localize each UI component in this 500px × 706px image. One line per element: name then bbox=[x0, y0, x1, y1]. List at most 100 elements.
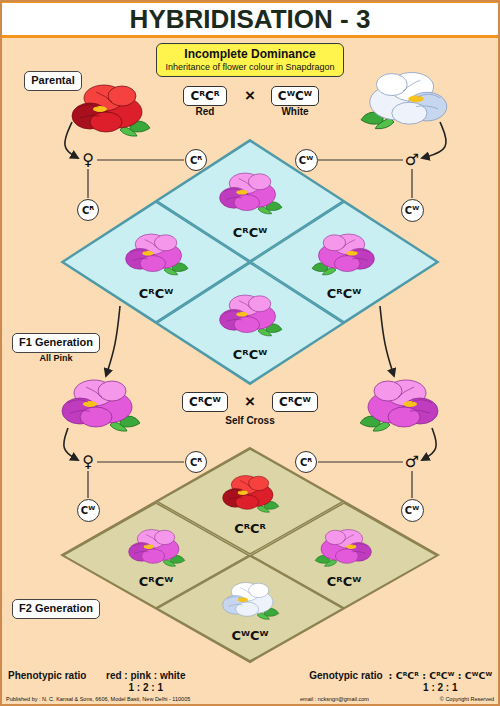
flower-part bbox=[238, 598, 248, 602]
flower-part bbox=[224, 301, 251, 322]
node-heading: CᴿCᵂ bbox=[182, 392, 228, 412]
flower-part bbox=[388, 407, 420, 427]
flower-part bbox=[374, 381, 402, 401]
snapdragon-flower bbox=[72, 85, 150, 136]
cross-note: Self Cross bbox=[225, 415, 274, 427]
chart-title: HYBRIDISATION - 3 bbox=[130, 4, 371, 35]
ratio-heading: Phenotypic ratio bbox=[8, 670, 86, 682]
flower-part bbox=[155, 530, 175, 544]
ratio-terms: : CᴿCᴿ : CᴿCᵂ : CᵂCᵂ bbox=[389, 671, 492, 682]
gamete-circle: Cᴿ bbox=[185, 149, 207, 171]
flower-part bbox=[227, 588, 251, 607]
gamete-circle: Cᵂ bbox=[401, 199, 424, 222]
node-note: Inheritance of flower colour in Snapdrag… bbox=[165, 62, 334, 73]
gamete-label: Cᴿ bbox=[82, 205, 94, 216]
flow-arrow bbox=[106, 306, 120, 376]
ratio-heading: Genotypic ratio bbox=[309, 670, 382, 682]
gamete-circle: Cᵂ bbox=[401, 499, 424, 522]
flower-part bbox=[334, 256, 360, 272]
snapdragon-flower bbox=[62, 380, 140, 431]
snapdragon-flower bbox=[220, 173, 282, 214]
gamete-label: Cᴿ bbox=[190, 155, 202, 166]
gamete-label: Cᵂ bbox=[299, 155, 313, 166]
gamete-circle: Cᵂ bbox=[77, 499, 100, 522]
flow-arrow bbox=[64, 428, 78, 460]
flower-part bbox=[376, 74, 407, 96]
flower-part bbox=[236, 602, 259, 616]
gamete-line bbox=[87, 169, 88, 198]
gamete-line bbox=[97, 159, 184, 160]
flower-part bbox=[392, 102, 427, 124]
node-heading: CᴿCᴿ bbox=[183, 86, 226, 106]
punnett-grid bbox=[62, 448, 438, 662]
flower-part bbox=[346, 251, 357, 256]
ratio-terms: red : pink : white bbox=[106, 670, 185, 682]
flower-part bbox=[398, 387, 432, 413]
cross-sign: × bbox=[245, 392, 255, 412]
flower-part bbox=[93, 106, 107, 112]
gamete-circle: Cᴿ bbox=[185, 451, 207, 473]
flower-part bbox=[249, 476, 269, 490]
stage-tag: F2 Generation bbox=[12, 598, 100, 618]
flower-part bbox=[234, 317, 260, 333]
flower-part bbox=[78, 92, 112, 118]
snapdragon-flower bbox=[223, 476, 279, 513]
flow-arrow bbox=[380, 306, 394, 376]
flow-arrow bbox=[422, 122, 446, 158]
ratio-values: 1 : 2 : 1 bbox=[423, 682, 457, 694]
email-note: email : ncksngn@gmail.com bbox=[300, 696, 369, 702]
gamete-line bbox=[97, 461, 184, 462]
subtitle-box: Incomplete DominanceInheritance of flowe… bbox=[156, 43, 343, 76]
flower-part bbox=[335, 548, 358, 562]
flower-part bbox=[108, 86, 136, 106]
gamete-circle: Cᴿ bbox=[295, 451, 317, 473]
snapdragon-flower bbox=[129, 529, 185, 566]
node-note: Red bbox=[183, 106, 226, 118]
stage-tag: Parental bbox=[24, 70, 81, 90]
snapdragon-flower bbox=[220, 295, 282, 336]
flower-part bbox=[249, 583, 269, 597]
cell-outline bbox=[157, 556, 343, 661]
ratio-values: 1 : 2 : 1 bbox=[128, 682, 162, 694]
genotype-box: CᴿCᵂ bbox=[182, 392, 228, 412]
node-note: All Pink bbox=[12, 353, 100, 364]
title-stripe bbox=[0, 35, 500, 38]
female-symbol: ♀ bbox=[82, 453, 94, 471]
cross-sign: × bbox=[245, 86, 255, 106]
gamete-line bbox=[318, 159, 403, 160]
publisher-note: Published by : N. C. Kansal & Sons, 6606… bbox=[6, 696, 190, 702]
flower-part bbox=[342, 240, 369, 261]
snapdragon-flower bbox=[361, 73, 447, 129]
flower-part bbox=[234, 195, 260, 211]
gamete-label: Cᵂ bbox=[405, 505, 419, 516]
gamete-label: Cᴿ bbox=[190, 457, 202, 468]
flower-part bbox=[68, 387, 102, 413]
flow-arrow bbox=[65, 122, 78, 158]
gamete-circle: Cᴿ bbox=[77, 199, 99, 221]
cell-shape bbox=[156, 555, 344, 662]
genotype-label: CᵂCᵂ bbox=[156, 628, 344, 644]
flower-part bbox=[98, 381, 126, 401]
gamete-label: Cᵂ bbox=[405, 205, 419, 216]
cell-shape bbox=[156, 262, 344, 384]
genotype-box: CᵂCᵂWhite bbox=[271, 86, 319, 118]
flower-part bbox=[154, 235, 176, 251]
gamete-line bbox=[87, 471, 88, 498]
flower-part bbox=[140, 256, 166, 272]
flower-part bbox=[325, 530, 345, 544]
node-heading: F2 Generation bbox=[12, 599, 100, 618]
flower-part bbox=[80, 407, 112, 427]
flower-part bbox=[133, 534, 157, 553]
stage-tag: F1 GenerationAll Pink bbox=[12, 332, 100, 363]
flow-arrow bbox=[422, 428, 436, 460]
male-symbol: ♂ bbox=[405, 453, 419, 471]
female-symbol: ♀ bbox=[82, 151, 94, 169]
flower-part bbox=[248, 296, 270, 312]
flower-part bbox=[142, 251, 153, 256]
snapdragon-flower bbox=[312, 234, 374, 275]
flower-part bbox=[130, 240, 157, 261]
gamete-circle: Cᵂ bbox=[295, 149, 318, 172]
genotype-label: CᴿCᵂ bbox=[156, 347, 344, 363]
snapdragon-flower bbox=[315, 529, 371, 566]
